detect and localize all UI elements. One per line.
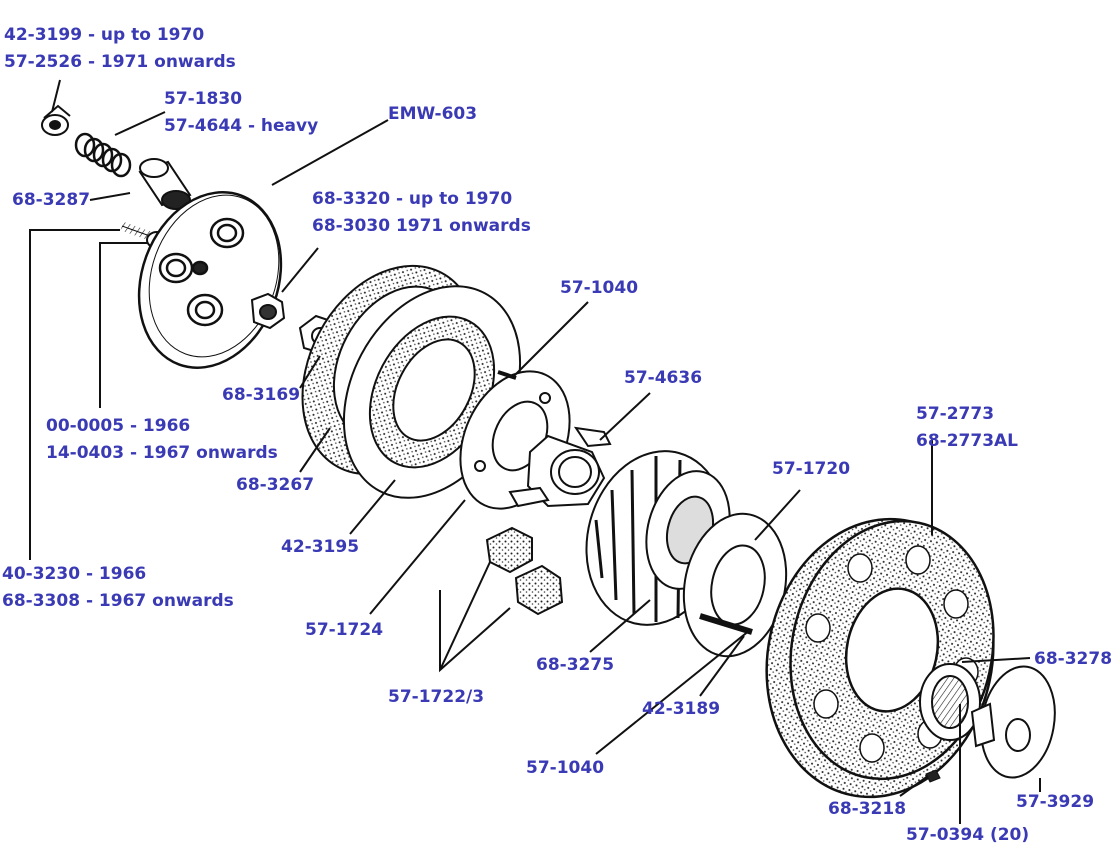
- label-adjuster-screw-line1: 00-0005 - 1966: [46, 416, 191, 436]
- hub-part: [970, 665, 1056, 779]
- label-shock-absorber: 57-4636: [624, 368, 703, 388]
- label-nut-line2: 68-3030 1971 onwards: [312, 216, 531, 236]
- label-pressure-plate: EMW-603: [388, 104, 478, 124]
- label-nut: 68-3320 - up to 1970 68-3030 1971 onward…: [312, 186, 531, 240]
- label-rollers: 57-0394 (20): [906, 825, 1030, 845]
- shock-absorber-part: [508, 426, 612, 508]
- label-spring: 57-1830 57-4644 - heavy: [164, 86, 318, 140]
- label-screw-upper: 57-1040: [560, 278, 639, 298]
- label-nut-line1: 68-3320 - up to 1970: [312, 189, 513, 209]
- label-adjuster-screw-line2: 14-0403 - 1967 onwards: [46, 443, 278, 463]
- label-hub: 57-3929: [1016, 792, 1095, 812]
- label-spring-cup: 42-3199 - up to 1970 57-2526 - 1971 onwa…: [4, 22, 236, 76]
- label-plain-plate: 42-3195: [281, 537, 360, 557]
- leader-lines: [29, 79, 1041, 824]
- label-pin-line1: 40-3230 - 1966: [2, 564, 147, 584]
- roller-cage-part: [919, 663, 981, 741]
- label-back-plate: 57-1724: [305, 620, 384, 640]
- label-spring-line2: 57-4644 - heavy: [164, 116, 319, 136]
- label-clutch-centre: 68-3275: [536, 655, 615, 675]
- key-part: [925, 769, 941, 783]
- label-stud: 42-3189: [642, 699, 721, 719]
- label-spring-line1: 57-1830: [164, 89, 243, 109]
- label-spring-stud: 68-3287: [12, 190, 91, 210]
- spring-sleeve-part: [138, 158, 192, 210]
- label-friction-plate: 68-3267: [236, 475, 315, 495]
- label-screw-lower: 57-1040: [526, 758, 605, 778]
- centre-plate-part: [682, 512, 788, 658]
- label-chainwheel: 57-2773 68-2773AL: [916, 401, 1018, 455]
- label-rubbers: 57-1722/3: [388, 687, 485, 707]
- label-pin-line2: 68-3308 - 1967 onwards: [2, 591, 234, 611]
- label-spring-cup-line2: 57-2526 - 1971 onwards: [4, 52, 236, 72]
- label-centre-plate: 57-1720: [772, 459, 851, 479]
- label-locknut: 68-3169: [222, 385, 301, 405]
- label-key: 68-3218: [828, 799, 907, 819]
- nut-part: [250, 292, 286, 330]
- pressure-plate-part: [137, 191, 283, 369]
- clutch-spring-part: [74, 132, 132, 178]
- label-thrust-washer: 68-3278: [1034, 649, 1111, 669]
- chainwheel-part: [765, 517, 995, 799]
- label-chainwheel-line2: 68-2773AL: [916, 431, 1019, 451]
- label-spring-cup-line1: 42-3199 - up to 1970: [4, 25, 205, 45]
- shock-rubbers-part: [485, 526, 564, 616]
- spring-cup-part: [41, 104, 71, 136]
- label-adjuster-screw: 00-0005 - 1966 14-0403 - 1967 onwards: [46, 413, 278, 467]
- label-chainwheel-line1: 57-2773: [916, 404, 995, 424]
- label-pin: 40-3230 - 1966 68-3308 - 1967 onwards: [2, 561, 234, 615]
